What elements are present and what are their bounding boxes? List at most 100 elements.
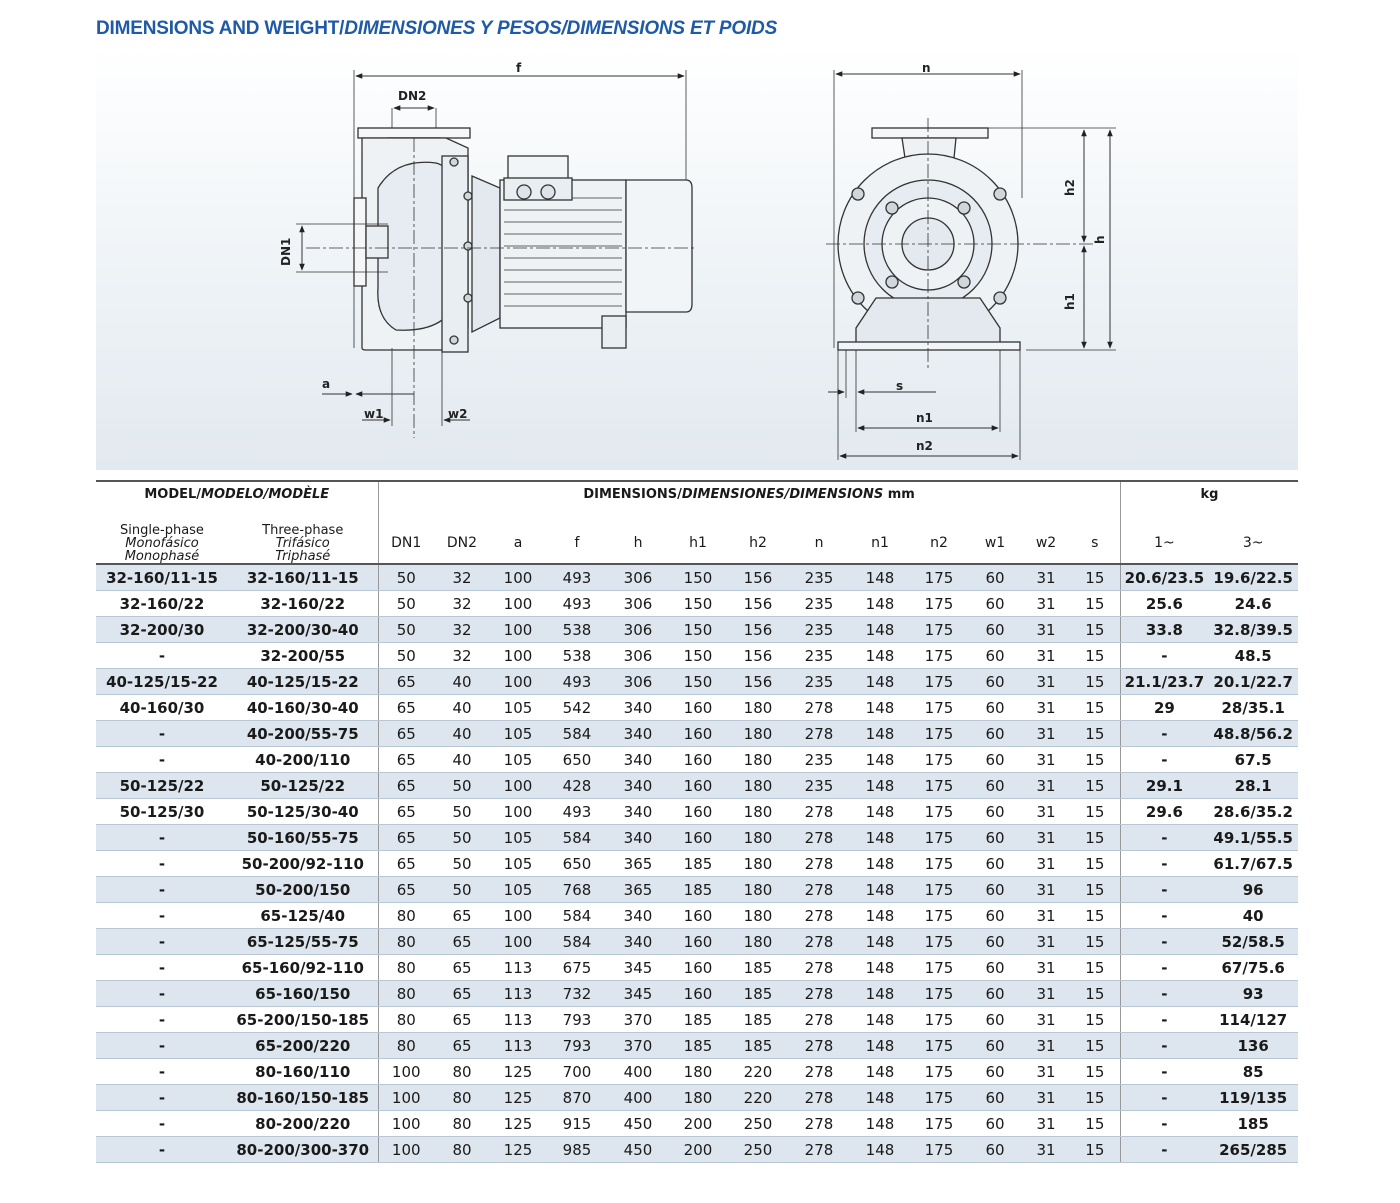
table-cell: 306 [608, 642, 668, 669]
table-cell: 49.1/55.5 [1208, 824, 1299, 851]
table-cell: 278 [788, 1110, 850, 1137]
table-cell: 156 [728, 616, 788, 643]
cell-three-phase-model: 80-200/220 [228, 1110, 379, 1137]
table-cell: 31 [1022, 1058, 1070, 1085]
cell-three-phase-model: 65-160/92-110 [228, 954, 379, 981]
table-cell: 31 [1022, 928, 1070, 955]
table-cell: 278 [788, 1032, 850, 1059]
table-cell: 175 [910, 798, 968, 825]
table-cell: 100 [378, 1136, 434, 1163]
table-cell: 185 [668, 850, 728, 877]
table-cell: 32 [434, 616, 490, 643]
table-cell: 125 [490, 1084, 546, 1111]
table-cell: 793 [546, 1006, 608, 1033]
header-model-en: MODEL/ [144, 487, 202, 502]
table-cell: 80 [378, 1006, 434, 1033]
table-cell: 113 [490, 1006, 546, 1033]
table-cell: 175 [910, 850, 968, 877]
table-cell: 136 [1208, 1032, 1299, 1059]
table-cell: 185 [668, 1006, 728, 1033]
table-cell: 650 [546, 850, 608, 877]
table-cell: 65 [434, 928, 490, 955]
table-cell: 67.5 [1208, 746, 1299, 773]
table-cell: 29.6 [1120, 798, 1209, 825]
table-cell: 60 [968, 1032, 1022, 1059]
table-cell: 31 [1022, 772, 1070, 799]
table-cell: 493 [546, 798, 608, 825]
table-cell: 40 [434, 668, 490, 695]
table-cell: 31 [1022, 850, 1070, 877]
table-cell: 50 [434, 824, 490, 851]
table-cell: 65 [378, 720, 434, 747]
table-cell: 15 [1070, 642, 1121, 669]
table-cell: 148 [850, 850, 910, 877]
label-f: f [516, 61, 522, 75]
table-cell: 175 [910, 1032, 968, 1059]
cell-three-phase-model: 80-160/150-185 [228, 1084, 379, 1111]
table-cell: 28.1 [1208, 772, 1299, 799]
table-cell: 15 [1070, 1136, 1121, 1163]
table-cell: 175 [910, 1084, 968, 1111]
table-cell: 125 [490, 1110, 546, 1137]
table-cell: 306 [608, 564, 668, 591]
table-cell: 67/75.6 [1208, 954, 1299, 981]
table-cell: 345 [608, 954, 668, 981]
table-cell: 732 [546, 980, 608, 1007]
table-cell: 185 [668, 876, 728, 903]
table-cell: 15 [1070, 1032, 1121, 1059]
table-cell: 235 [788, 564, 850, 591]
cell-single-phase-model: - [96, 746, 228, 773]
table-cell: 650 [546, 746, 608, 773]
cell-three-phase-model: 80-200/300-370 [228, 1136, 379, 1163]
table-cell: - [1120, 902, 1209, 929]
table-cell: 185 [728, 1032, 788, 1059]
table-cell: 180 [728, 876, 788, 903]
table-cell: 15 [1070, 668, 1121, 695]
table-cell: 148 [850, 902, 910, 929]
table-cell: 148 [850, 720, 910, 747]
column-header: n2 [910, 523, 968, 565]
cell-single-phase-model: - [96, 1058, 228, 1085]
label-n1: n1 [916, 411, 933, 425]
table-cell: 175 [910, 642, 968, 669]
cell-three-phase-model: 50-160/55-75 [228, 824, 379, 851]
column-header: h1 [668, 523, 728, 565]
column-header: DN1 [378, 523, 434, 565]
table-cell: 80 [378, 928, 434, 955]
table-cell: 278 [788, 954, 850, 981]
cell-three-phase-model: 32-160/11-15 [228, 564, 379, 591]
table-cell: 65 [378, 746, 434, 773]
label-h1: h1 [1063, 293, 1077, 310]
table-cell: - [1120, 876, 1209, 903]
front-view [826, 70, 1116, 460]
table-cell: 105 [490, 824, 546, 851]
table-cell: 160 [668, 772, 728, 799]
table-cell: 185 [728, 980, 788, 1007]
table-cell: 148 [850, 668, 910, 695]
table-cell: 28/35.1 [1208, 694, 1299, 721]
table-cell: 60 [968, 954, 1022, 981]
label-h2: h2 [1063, 179, 1077, 196]
table-cell: 175 [910, 902, 968, 929]
table-cell: 60 [968, 720, 1022, 747]
table-cell: 148 [850, 1136, 910, 1163]
dimensions-table: MODEL/MODELO/MODÈLE DIMENSIONS/DIMENSION… [96, 480, 1299, 1163]
table-cell: 180 [728, 798, 788, 825]
table-cell: 15 [1070, 1006, 1121, 1033]
cell-single-phase-model: - [96, 902, 228, 929]
table-cell: 200 [668, 1136, 728, 1163]
table-cell: 493 [546, 564, 608, 591]
table-cell: 15 [1070, 616, 1121, 643]
table-cell: 15 [1070, 564, 1121, 591]
table-cell: 114/127 [1208, 1006, 1299, 1033]
table-cell: 345 [608, 980, 668, 1007]
table-cell: 450 [608, 1110, 668, 1137]
table-cell: 20.1/22.7 [1208, 668, 1299, 695]
table-cell: 60 [968, 876, 1022, 903]
table-cell: 148 [850, 1032, 910, 1059]
